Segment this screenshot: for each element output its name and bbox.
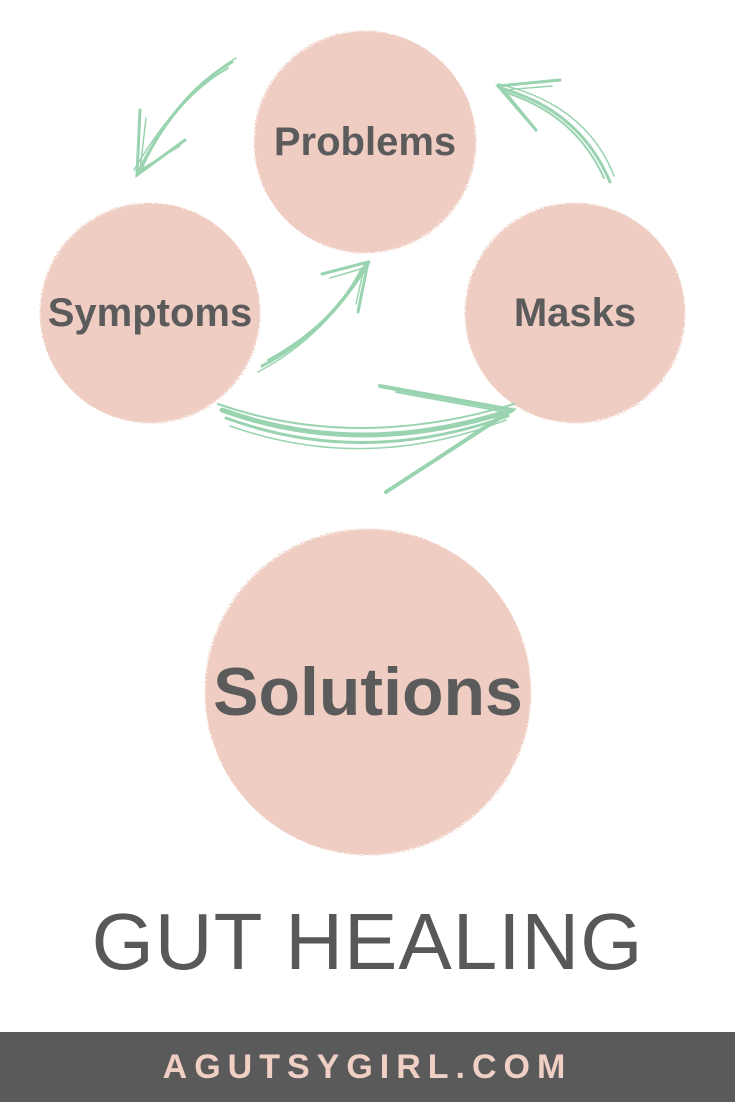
symptoms-label: Symptoms [48, 291, 253, 335]
site-url[interactable]: AGUTSYGIRL.COM [162, 1047, 573, 1086]
symptoms-circle [40, 203, 260, 423]
solutions-circle [205, 529, 531, 855]
arrow-masks-to-problems [494, 78, 615, 184]
gut-healing-diagram: Problems Symptoms Masks Solutions [40, 31, 685, 855]
problems-circle [254, 31, 476, 253]
page-title: GUT HEALING [91, 897, 644, 986]
footer-bar: AGUTSYGIRL.COM [0, 1032, 735, 1102]
problems-label: Problems [274, 120, 456, 164]
masks-label: Masks [514, 291, 636, 335]
solutions-label: Solutions [213, 654, 523, 730]
arrow-symptoms-to-problems [257, 259, 371, 373]
masks-circle [465, 203, 685, 423]
arrow-problems-to-symptoms [133, 57, 237, 179]
arrow-symptoms-to-masks [217, 384, 518, 494]
